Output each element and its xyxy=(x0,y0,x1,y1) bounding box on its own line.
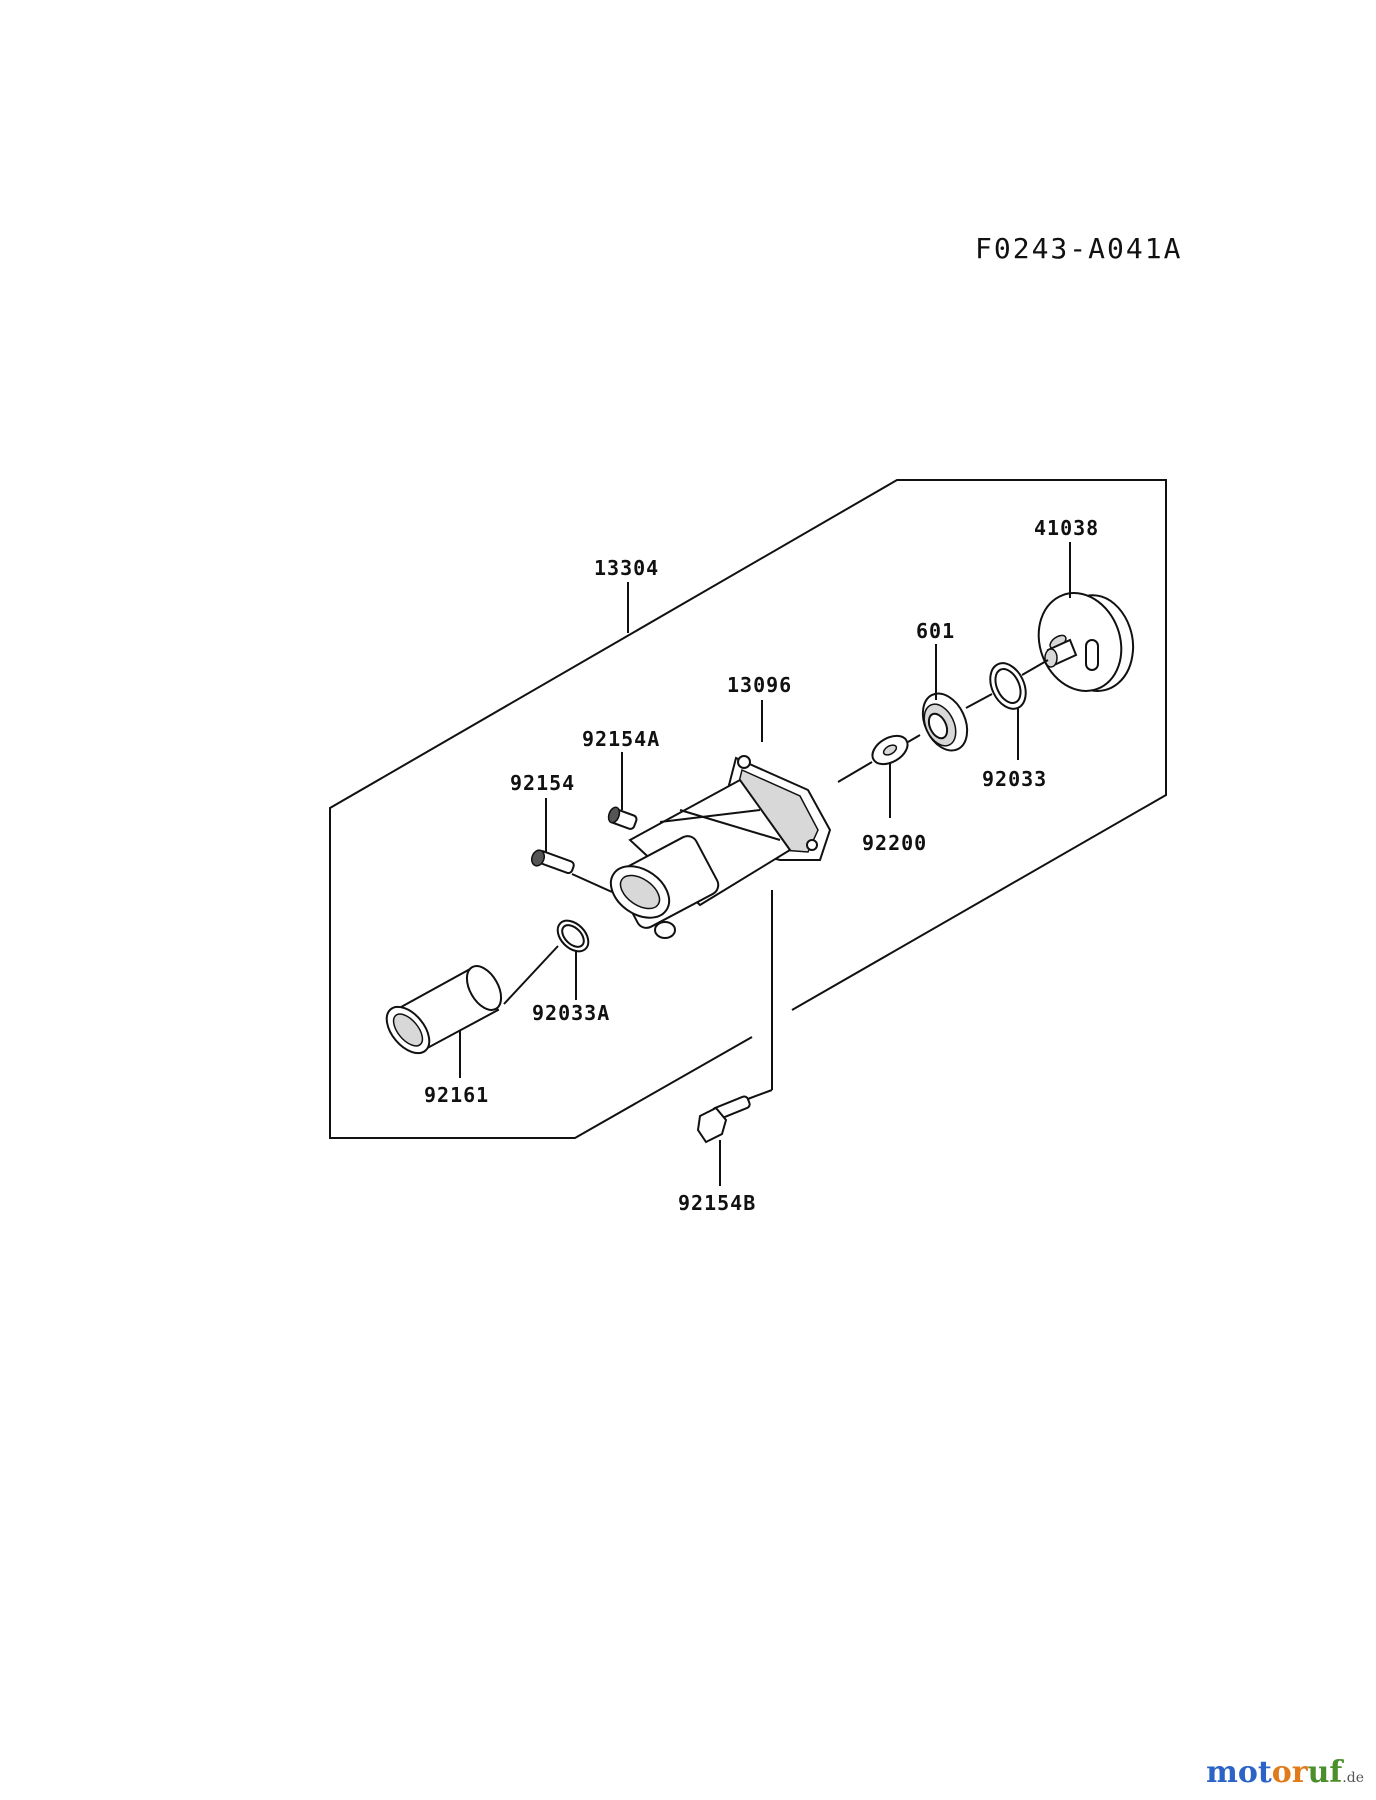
axis-line-c xyxy=(907,734,921,743)
tube-92161[interactable] xyxy=(378,960,508,1061)
clutch-housing-13096[interactable] xyxy=(601,755,832,939)
screw-92154A[interactable] xyxy=(607,806,638,830)
bearing-601[interactable] xyxy=(914,686,976,757)
label-92161[interactable]: 92161 xyxy=(424,1083,489,1107)
axis-line-d xyxy=(837,761,873,783)
axis-line-e xyxy=(571,873,613,893)
label-92033[interactable]: 92033 xyxy=(982,767,1047,791)
clutch-drum-41038[interactable] xyxy=(1025,581,1135,702)
assembly-outline xyxy=(329,479,1167,1139)
axis-line-a xyxy=(1021,659,1049,676)
label-92154B[interactable]: 92154B xyxy=(678,1191,756,1215)
label-601[interactable]: 601 xyxy=(916,619,955,643)
axis-line-h xyxy=(744,1089,773,1101)
label-92154A[interactable]: 92154A xyxy=(582,727,660,751)
label-13304[interactable]: 13304 xyxy=(594,556,659,580)
label-41038[interactable]: 41038 xyxy=(1034,516,1099,540)
circlip-92033[interactable] xyxy=(983,657,1032,714)
axis-line-b xyxy=(965,693,993,709)
watermark-part1: mot xyxy=(1206,1755,1272,1790)
label-13096[interactable]: 13096 xyxy=(727,673,792,697)
screw-92154[interactable] xyxy=(530,848,575,875)
watermark-part3: uf xyxy=(1307,1755,1343,1790)
circlip-92033A[interactable] xyxy=(552,915,594,957)
label-92033A[interactable]: 92033A xyxy=(532,1001,610,1025)
label-92154[interactable]: 92154 xyxy=(510,771,575,795)
bolt-92154B[interactable] xyxy=(696,1095,751,1144)
axis-line-f xyxy=(503,945,559,1005)
washer-92200[interactable] xyxy=(868,730,913,770)
diagram-code: F0243-A041A xyxy=(975,232,1182,265)
label-92200[interactable]: 92200 xyxy=(862,831,927,855)
watermark-tld: .de xyxy=(1342,1770,1364,1786)
watermark-logo: motoruf.de xyxy=(1206,1755,1364,1790)
watermark-part2: or xyxy=(1271,1755,1308,1790)
